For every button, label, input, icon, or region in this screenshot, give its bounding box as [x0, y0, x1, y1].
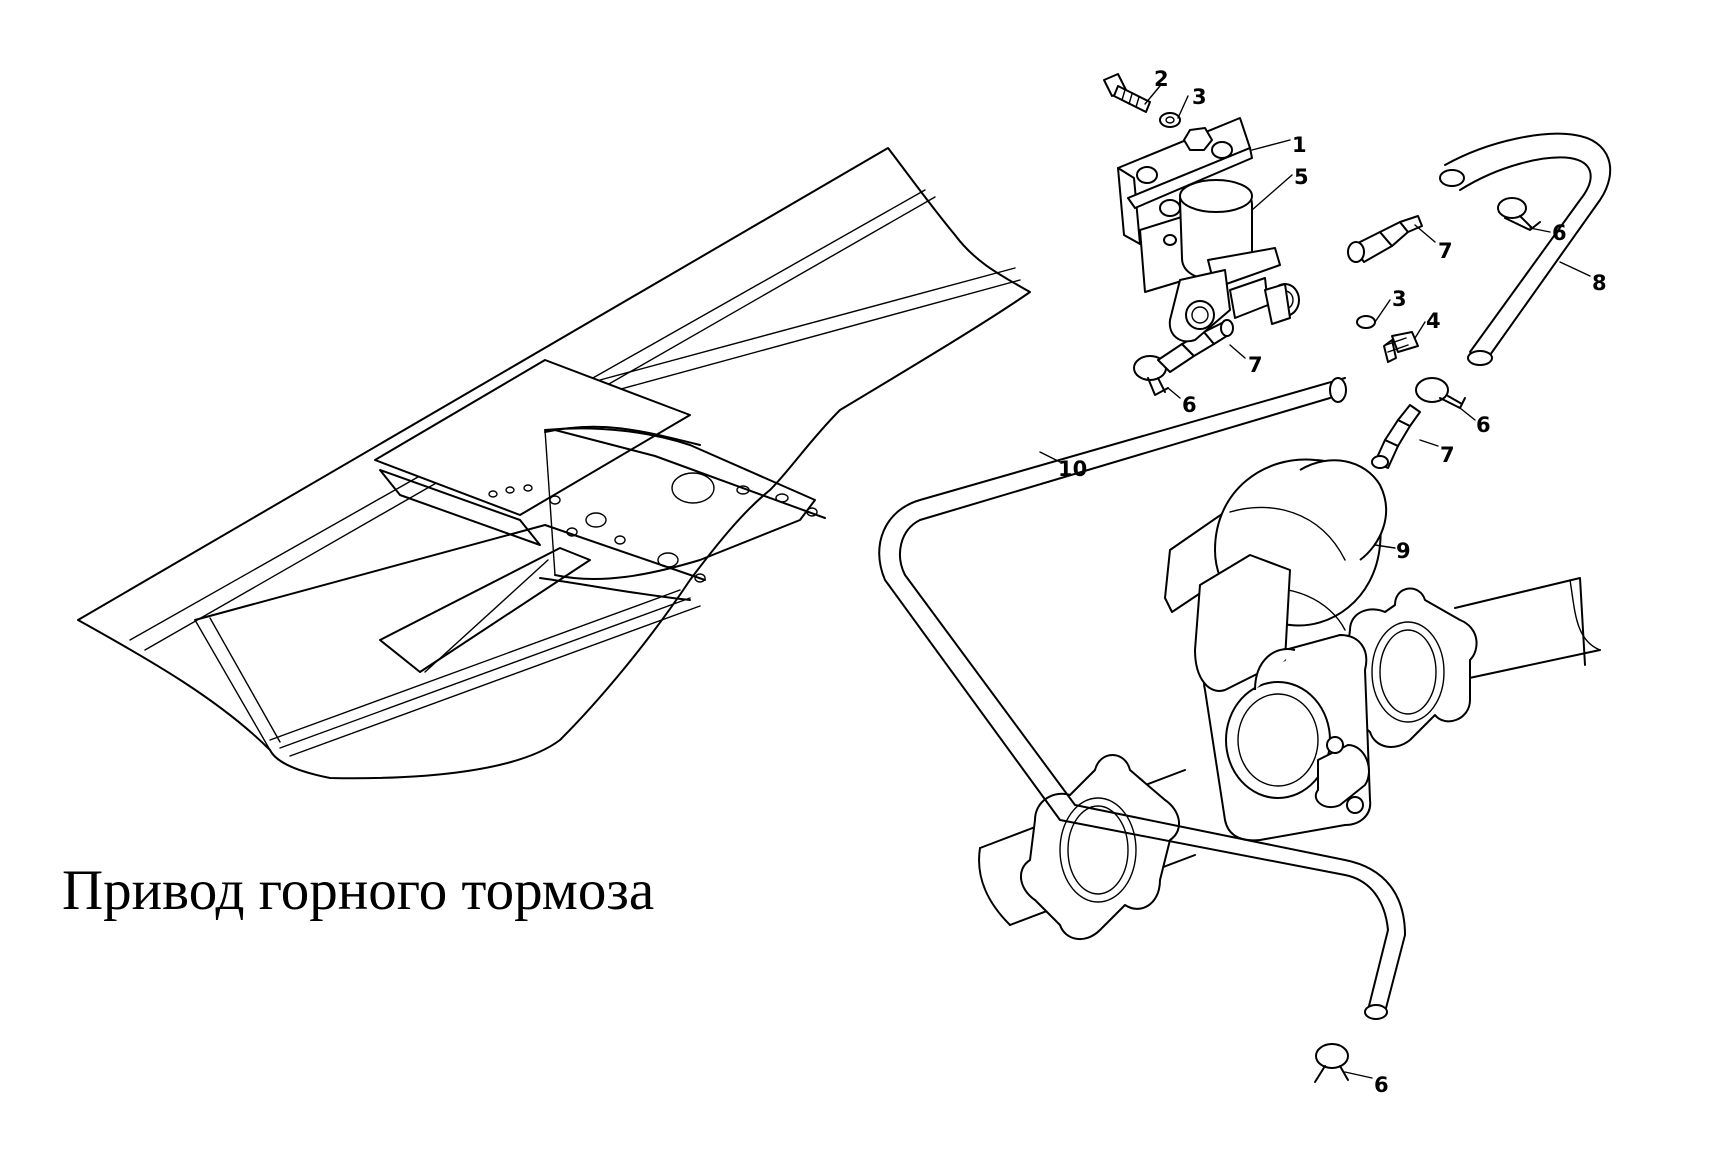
nut-top	[1183, 127, 1213, 151]
fitting-7-lower	[1371, 404, 1421, 469]
right-flange	[1332, 587, 1478, 748]
clamp-6-bottom	[1314, 1043, 1349, 1083]
callout-6: 6	[1552, 221, 1567, 245]
washer-3-right	[1356, 315, 1376, 329]
left-flange	[1020, 754, 1180, 940]
exhaust-brake-body	[1203, 634, 1372, 842]
callout-8: 8	[1592, 271, 1607, 295]
callout-3: 3	[1392, 287, 1407, 311]
callout-6: 6	[1374, 1073, 1389, 1097]
clamp-6-mid	[1133, 355, 1169, 396]
clamp-6-top	[1497, 197, 1541, 231]
callout-6: 6	[1476, 413, 1491, 437]
washer-3-top	[1159, 112, 1181, 128]
bolt-4	[1383, 331, 1419, 363]
callout-10: 10	[1058, 457, 1087, 481]
brake-chamber	[1164, 458, 1388, 692]
exhaust-pipe-right	[1454, 577, 1601, 681]
callout-3: 3	[1192, 85, 1207, 109]
callout-7: 7	[1438, 239, 1453, 263]
callout-7: 7	[1248, 353, 1263, 377]
callout-7: 7	[1440, 443, 1455, 467]
frame-section	[77, 147, 1031, 780]
fitting-7-upper	[1347, 215, 1423, 263]
callout-5: 5	[1294, 165, 1309, 189]
callout-2: 2	[1154, 67, 1169, 91]
callout-6: 6	[1182, 393, 1197, 417]
hose-8	[1439, 132, 1612, 366]
callout-1: 1	[1292, 133, 1307, 157]
tube-10	[878, 377, 1406, 1020]
callouts: 2 3 1 5 6 7 8 3 4 7 6 6 7 10 9 6	[1058, 67, 1607, 1097]
banjo-fitting	[1264, 283, 1300, 325]
solenoid-valve-5	[1168, 179, 1281, 343]
leader-lines	[1039, 85, 1591, 1079]
callout-9: 9	[1396, 539, 1411, 563]
clamp-6-right	[1415, 377, 1466, 409]
bolt-2	[1103, 73, 1151, 113]
diagram-title: Привод горного тормоза	[62, 859, 655, 922]
callout-4: 4	[1426, 309, 1441, 333]
